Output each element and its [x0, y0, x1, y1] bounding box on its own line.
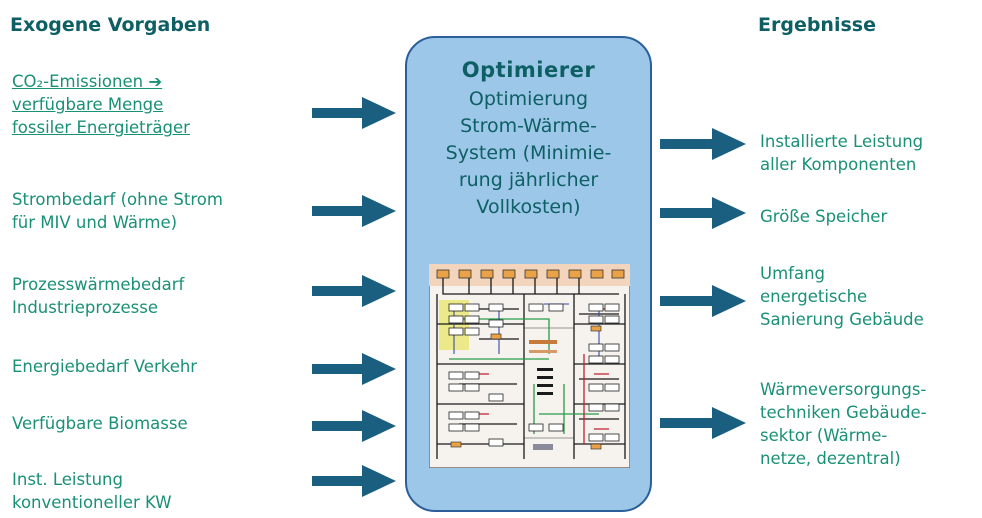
input-line: konventioneller KW [12, 493, 172, 512]
input-arrow-2 [312, 195, 396, 227]
output-line: Sanierung Gebäude [760, 310, 924, 329]
input-co2-emissions[interactable]: CO₂-Emissionen ➔ verfügbare Menge fossil… [12, 70, 190, 139]
outputs-header: Ergebnisse [758, 14, 876, 36]
output-line: techniken Gebäude- [760, 403, 927, 422]
output-line: netze, dezentral) [760, 449, 901, 468]
input-line: fossiler Energieträger [12, 118, 190, 137]
output-line: aller Komponenten [760, 155, 917, 174]
input-inst-leistung: Inst. Leistung konventioneller KW [12, 468, 172, 514]
optimizer-desc-line: System (Minimie- [445, 142, 612, 164]
output-sanierung: Umfang energetische Sanierung Gebäude [760, 262, 924, 331]
input-prozesswaermebedarf: Prozesswärmebedarf Industrieprozesse [12, 273, 184, 319]
optimizer-title: Optimierer [461, 58, 596, 82]
inputs-header: Exogene Vorgaben [10, 14, 211, 36]
output-line: Größe Speicher [760, 207, 888, 226]
output-line: Wärmeversorgungs- [760, 380, 927, 399]
input-arrow-4 [312, 353, 396, 385]
output-line: Installierte Leistung [760, 132, 924, 151]
optimizer-desc-line: Strom-Wärme- [460, 115, 597, 137]
output-line: energetische [760, 287, 868, 306]
optimizer-description: Optimierung Strom-Wärme- System (Minimie… [407, 86, 650, 221]
output-arrow-2 [660, 197, 746, 229]
input-line: Prozesswärmebedarf [12, 275, 185, 294]
output-waermeversorgung: Wärmeversorgungs- techniken Gebäude- sek… [760, 378, 927, 470]
input-line: Energiebedarf Verkehr [12, 357, 198, 376]
output-arrow-3 [660, 285, 746, 317]
input-arrow-5 [312, 410, 396, 442]
output-line: Umfang [760, 264, 826, 283]
input-line: für MIV und Wärme) [12, 213, 178, 232]
output-arrow-4 [660, 407, 746, 439]
output-line: sektor (Wärme- [760, 426, 888, 445]
input-arrow-6 [312, 465, 396, 497]
optimizer-desc-line: Vollkosten) [476, 196, 581, 218]
input-line: verfügbare Menge [12, 95, 164, 114]
optimizer-desc-line: Optimierung [468, 88, 589, 110]
input-line: Verfügbare Biomasse [12, 414, 188, 433]
input-line: Strombedarf (ohne Strom [12, 190, 223, 209]
output-groesse-speicher: Größe Speicher [760, 205, 887, 228]
input-biomasse: Verfügbare Biomasse [12, 412, 188, 435]
input-arrow-1 [312, 97, 396, 129]
energy-system-schematic [429, 264, 630, 468]
optimizer-box: Optimierer Optimierung Strom-Wärme- Syst… [405, 36, 652, 512]
output-installierte-leistung: Installierte Leistung aller Komponenten [760, 130, 923, 176]
input-strombedarf: Strombedarf (ohne Strom für MIV und Wärm… [12, 188, 223, 234]
input-line: Industrieprozesse [12, 298, 158, 317]
output-arrow-1 [660, 128, 746, 160]
optimizer-desc-line: rung jährlicher [458, 169, 599, 191]
input-energiebedarf-verkehr: Energiebedarf Verkehr [12, 355, 197, 378]
input-arrow-3 [312, 275, 396, 307]
input-line: Inst. Leistung [12, 470, 123, 489]
input-line: CO₂-Emissionen ➔ [12, 72, 163, 91]
